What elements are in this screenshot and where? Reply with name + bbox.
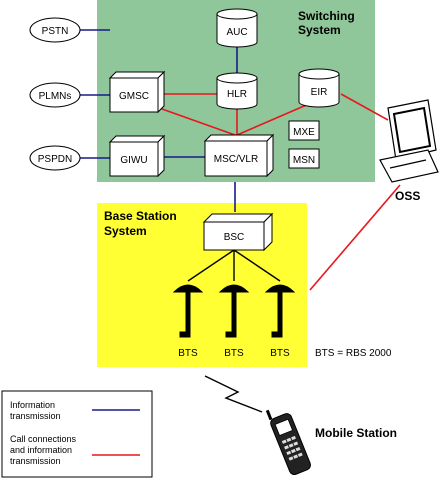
msn-node: MSN: [288, 148, 320, 169]
bts-antenna-3: [264, 284, 296, 338]
plmns-node: PLMNs: [29, 82, 81, 108]
legend-info-text-1: Information: [10, 400, 55, 410]
bts-note: BTS = RBS 2000: [315, 348, 392, 359]
msc-vlr-node: MSC/VLR: [203, 133, 275, 178]
pspdn-label: PSPDN: [38, 154, 72, 165]
giwu-node: GIWU: [108, 134, 166, 178]
auc-node: AUC: [216, 8, 258, 48]
eir-node: EIR: [298, 68, 340, 108]
plmns-label: PLMNs: [39, 91, 72, 102]
bts-label-1: BTS: [178, 348, 198, 359]
oss-label: OSS: [395, 189, 420, 203]
hlr-node: HLR: [216, 72, 258, 110]
legend-info-text-2: transmission: [10, 411, 61, 421]
pstn-node: PSTN: [29, 17, 81, 43]
switching-system-title-1: Switching: [298, 9, 355, 23]
bts-antenna-1: [172, 284, 204, 338]
gmsc-label: GMSC: [119, 91, 149, 102]
bts-label-2: BTS: [224, 348, 244, 359]
msn-label: MSN: [293, 155, 315, 166]
gmsc-node: GMSC: [108, 70, 166, 114]
pspdn-node: PSPDN: [29, 145, 81, 171]
eir-label: EIR: [311, 87, 328, 98]
legend-call-text-1: Call connections: [10, 434, 77, 444]
bsc-label: BSC: [224, 232, 245, 243]
bss-title-1: Base Station: [104, 209, 177, 223]
mobile-station-label: Mobile Station: [315, 426, 397, 440]
bts-label-3: BTS: [270, 348, 290, 359]
hlr-label: HLR: [227, 89, 247, 100]
auc-label: AUC: [226, 27, 247, 38]
oss-computer-icon: [379, 99, 439, 183]
radio-link-zigzag: [204, 375, 263, 413]
switching-system-title-2: System: [298, 23, 341, 37]
legend: Information transmission Call connection…: [1, 390, 153, 478]
bsc-bts-links: [187, 249, 281, 282]
pstn-label: PSTN: [42, 26, 69, 37]
information-links: [80, 29, 238, 212]
legend-call-text-3: transmission: [10, 456, 61, 466]
msc-vlr-label: MSC/VLR: [214, 154, 258, 165]
mxe-label: MXE: [293, 127, 315, 138]
mxe-node: MXE: [288, 120, 320, 141]
mobile-phone-icon: [265, 409, 311, 476]
bsc-node: BSC: [202, 212, 274, 252]
giwu-label: GIWU: [120, 155, 147, 166]
bss-title-2: System: [104, 224, 147, 238]
call-connection-links: [147, 93, 401, 291]
legend-call-text-2: and information: [10, 445, 72, 455]
bts-antenna-2: [218, 284, 250, 338]
